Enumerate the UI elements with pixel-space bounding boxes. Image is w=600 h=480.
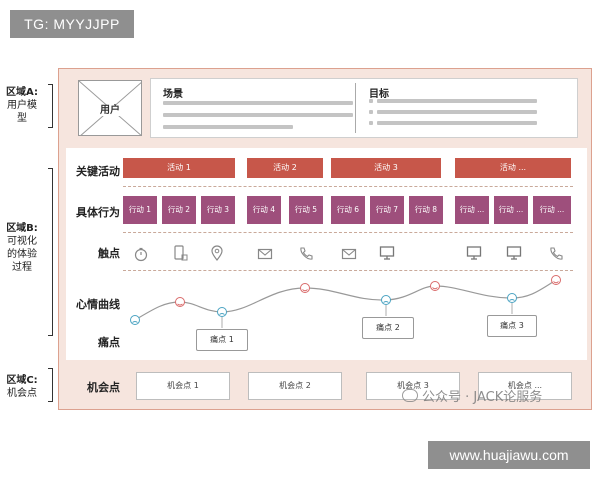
watermark-text: 公众号 · JACK论服务 [422,390,543,405]
bullet [369,110,373,114]
behavior-card: 行动 1 [123,196,157,224]
row-label-touchpoint: 触点 [98,247,120,260]
persona-placeholder: 用户 [78,80,142,136]
timer-icon [134,247,148,262]
goal-line [377,99,537,103]
bullet [369,99,373,103]
zone-b-line3: 过程 [12,262,32,273]
pain-point-callout: 痛点 3 [487,315,537,337]
opportunity-box: 机会点 2 [248,372,342,400]
row-label-activity: 关键活动 [76,165,120,178]
phone-icon [174,245,188,261]
zone-c-label: 区域C: 机会点 [2,374,42,400]
sad-face-icon [130,315,140,325]
call-icon [550,247,563,260]
zone-b-brace [48,168,53,336]
activity-bar: 活动 2 [247,158,323,178]
mood-curve [130,275,561,328]
scene-goal-panel: 场景 目标 [150,78,578,138]
opportunity-box: 机会点 1 [136,372,230,400]
row-label-mood: 心情曲线 [76,298,120,311]
bullet [369,121,373,125]
monitor-icon [506,246,522,260]
zone-a-line1: 用户模 [7,100,37,111]
sad-face-icon [381,295,391,305]
zone-a-line2: 型 [17,113,27,124]
scene-title: 场景 [163,89,183,100]
zone-c-title: 区域C: [6,375,38,386]
activity-bar: 活动 3 [331,158,441,178]
happy-face-icon [300,283,310,293]
location-pin-icon [211,245,223,261]
neutral-face-icon [175,297,185,307]
zone-c-line1: 机会点 [7,388,37,399]
happy-face-icon [551,275,561,285]
row-separator [123,270,573,271]
row-separator [123,186,573,187]
call-icon [300,247,313,260]
behavior-card: 行动 7 [370,196,404,224]
mail-icon [257,248,273,260]
opportunity-box: 机会点 3 [366,372,460,400]
mail-icon [341,248,357,260]
activity-bar: 活动 1 [123,158,235,178]
sad-face-icon [217,307,227,317]
behavior-card: 行动 6 [331,196,365,224]
zone-b-line1: 可视化 [7,236,37,247]
behavior-card: 行动 3 [201,196,235,224]
divider [355,83,356,133]
wechat-icon [402,389,418,402]
behavior-card: 行动 4 [247,196,281,224]
zone-a-label: 区域A: 用户模 型 [2,86,42,125]
row-separator [123,232,573,233]
zone-a-title: 区域A: [6,87,38,98]
goal-title: 目标 [369,89,389,100]
zone-b-label: 区域B: 可视化 的体验 过程 [2,222,42,274]
behavior-card: 行动 ... [494,196,528,224]
opportunity-box: 机会点 ... [478,372,572,400]
zone-c-brace [48,368,53,402]
zone-b-line2: 的体验 [7,249,37,260]
activity-bar: 活动 ... [455,158,571,178]
scene-line [163,101,353,105]
behavior-card: 行动 8 [409,196,443,224]
goal-line [377,110,537,114]
site-badge: www.huajiawu.com [428,441,590,469]
behavior-card: 行动 ... [455,196,489,224]
monitor-icon [379,246,395,260]
goal-line [377,121,537,125]
scene-line [163,113,353,117]
watermark: 公众号 · JACK论服务 [402,386,542,405]
tg-badge: TG: MYYJJPP [10,10,134,38]
pain-point-callout: 痛点 1 [196,329,248,351]
row-label-opportunity: 机会点 [87,381,120,394]
happy-face-icon [430,281,440,291]
zone-a-brace [48,84,53,128]
behavior-card: 行动 2 [162,196,196,224]
behavior-card: 行动 5 [289,196,323,224]
monitor-icon [466,246,482,260]
pain-point-callout: 痛点 2 [362,317,414,339]
sad-face-icon [507,293,517,303]
behavior-card: 行动 ... [533,196,571,224]
row-label-pain: 痛点 [98,336,120,349]
scene-line [163,125,293,129]
row-label-behavior: 具体行为 [76,206,120,219]
zone-b-title: 区域B: [6,223,38,234]
persona-label: 用户 [98,105,122,116]
